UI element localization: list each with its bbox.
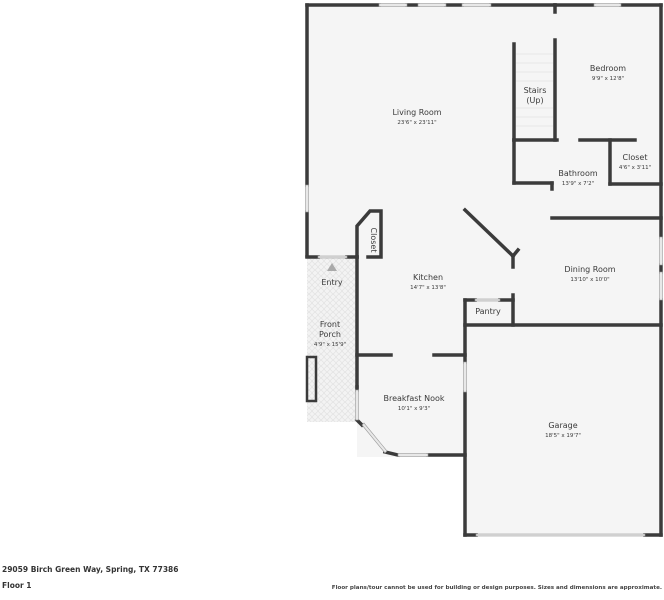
room-breakfast-nook-name: Breakfast Nook <box>383 394 444 403</box>
room-dining-room-dims: 13'10" x 10'0" <box>570 277 609 283</box>
room-stairs-name-1: Stairs <box>524 86 547 95</box>
room-entry-closet-name: Closet <box>369 228 378 253</box>
room-stairs-name-2: (Up) <box>526 96 543 105</box>
room-living-room-dims: 23'6" x 23'11" <box>397 120 436 126</box>
room-front-porch-name-2: Porch <box>319 330 341 339</box>
stairs-treads <box>516 53 553 127</box>
room-closet-dims: 4'6" x 3'11" <box>619 165 651 171</box>
floor-fills <box>307 5 661 535</box>
room-bedroom-name: Bedroom <box>590 64 626 73</box>
room-living-room-name: Living Room <box>392 108 441 117</box>
floor-label: Floor 1 <box>2 581 32 590</box>
room-garage-dims: 18'5" x 19'7" <box>545 433 581 439</box>
property-address: 29059 Birch Green Way, Spring, TX 77386 <box>2 565 179 574</box>
room-bathroom-name: Bathroom <box>558 169 598 178</box>
windows <box>305 3 663 537</box>
room-breakfast-nook-dims: 10'1" x 9'3" <box>398 406 430 412</box>
room-kitchen-dims: 14'7" x 13'8" <box>410 285 446 291</box>
walls <box>305 3 663 537</box>
room-garage-name: Garage <box>548 421 577 430</box>
room-front-porch-name-1: Front <box>320 320 340 329</box>
room-labels: Living Room 23'6" x 23'11" Bedroom 9'9" … <box>314 64 651 439</box>
room-pantry-name: Pantry <box>475 307 501 316</box>
room-closet-name: Closet <box>623 153 648 162</box>
room-bathroom-dims: 13'9" x 7'2" <box>562 181 594 187</box>
room-bedroom-dims: 9'9" x 12'8" <box>592 76 624 82</box>
room-entry-name: Entry <box>321 278 343 287</box>
room-dining-room-name: Dining Room <box>564 265 615 274</box>
room-front-porch-dims: 4'9" x 15'9" <box>314 342 346 348</box>
room-kitchen-name: Kitchen <box>413 273 443 282</box>
disclaimer-text: Floor plans/tour cannot be used for buil… <box>331 585 662 591</box>
entry-arrow-icon <box>327 263 337 271</box>
